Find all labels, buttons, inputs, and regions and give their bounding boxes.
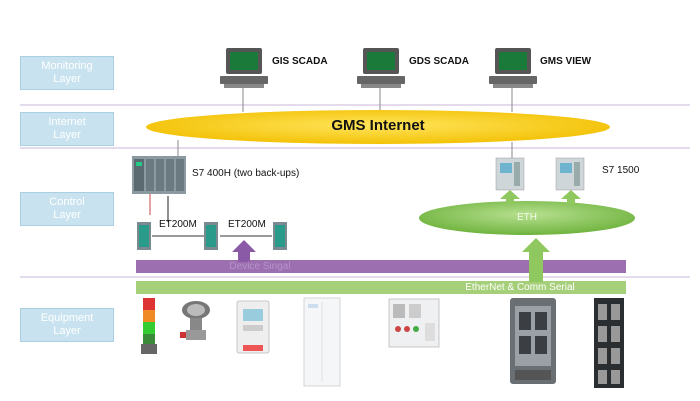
label-gds-scada: GDS SCADA: [409, 56, 470, 67]
label-s7-400h: S7 400H (two back-ups): [192, 168, 300, 179]
label-ethernet-serial: EtherNet & Comm Serial: [465, 282, 575, 293]
layer-label-equipment: Equipment Layer: [20, 308, 114, 342]
label-et200m-1: ET200M: [159, 219, 197, 230]
computer-icon: [357, 48, 405, 88]
green-up-arrow: [500, 190, 520, 204]
computer-icon: [489, 48, 537, 88]
internet-ellipse: [146, 110, 610, 144]
purple-up-arrow: [232, 240, 256, 262]
rack-unit-icon: [510, 298, 556, 384]
ethernet-serial-bar: [136, 281, 626, 294]
label-gms-view: GMS VIEW: [540, 56, 592, 67]
label-gms-internet: GMS Internet: [331, 117, 425, 134]
et200m-module: [137, 222, 151, 250]
label-gis-scada: GIS SCADA: [272, 56, 328, 67]
layer-label-internet: Internet Layer: [20, 112, 114, 146]
pressure-transmitter-icon: [180, 301, 210, 340]
green-up-arrow: [561, 190, 581, 204]
label-s7-1500: S7 1500: [602, 165, 640, 176]
et200m-module: [204, 222, 218, 250]
green-up-arrow-large: [522, 238, 550, 282]
label-et200m-2: ET200M: [228, 219, 266, 230]
gas-detector-icon: [236, 300, 270, 354]
et200m-module: [273, 222, 287, 250]
battery-rack-icon: [594, 298, 624, 388]
s7-1500-module: [555, 157, 585, 191]
layer-label-control: Control Layer: [20, 192, 114, 226]
eth-ellipse: [419, 201, 635, 235]
cabinet-icon: [303, 297, 341, 387]
s7-1500-module: [495, 157, 525, 191]
signal-tower-icon: [141, 298, 157, 354]
layer-label-monitoring: Monitoring Layer: [20, 56, 114, 90]
control-panel-icon: [388, 298, 440, 348]
label-device-signal: Device Singal: [229, 261, 291, 272]
computer-icon: [220, 48, 268, 88]
s7-400h-rack: [132, 156, 186, 194]
device-signal-bar: [136, 260, 626, 273]
label-eth: ETH: [517, 212, 537, 223]
